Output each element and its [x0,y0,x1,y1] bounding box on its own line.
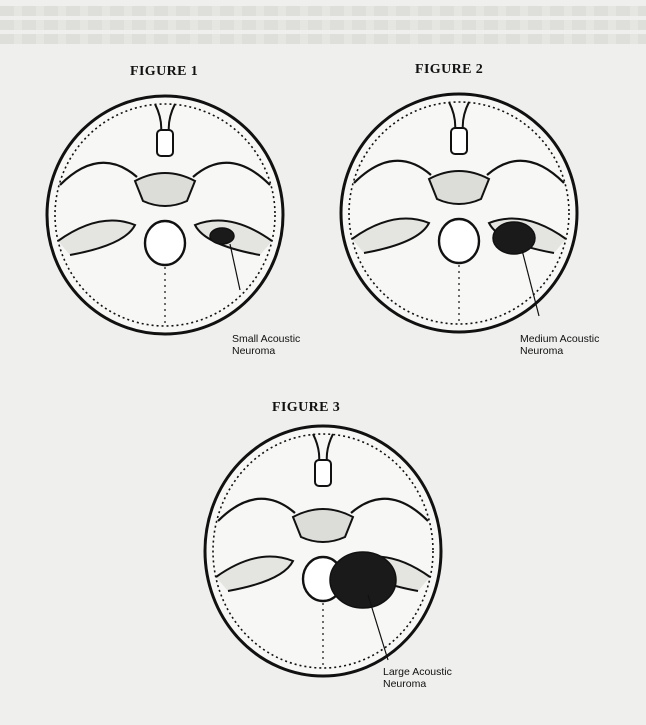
sella-turcica [135,173,195,206]
bleed-through-text-top [0,20,646,30]
acoustic-neuroma-tumor [330,552,396,608]
figure-2-skull-diagram [334,88,584,338]
foramen-magnum [145,221,185,265]
figure-1-title: FIGURE 1 [130,64,198,80]
bleed-through-text-top [0,34,646,44]
figure-3-label-line1: Large Acoustic [383,666,452,678]
figure-1-skull-diagram [40,90,290,340]
figure-1-label: Small Acoustic Neuroma [232,333,300,357]
acoustic-neuroma-tumor [210,228,234,244]
figure-3-skull-diagram [198,420,448,682]
crista-galli [157,130,173,156]
figure-2-label-line1: Medium Acoustic [520,333,599,345]
foramen-magnum [439,219,479,263]
bleed-through-text-top [0,6,646,16]
sella-turcica [293,509,353,542]
figure-2-label: Medium Acoustic Neuroma [520,333,599,357]
acoustic-neuroma-tumor [493,222,535,254]
figure-1-label-line2: Neuroma [232,345,300,357]
crista-galli [451,128,467,154]
crista-galli [315,460,331,486]
figure-1-label-line1: Small Acoustic [232,333,300,345]
figure-2-title: FIGURE 2 [415,62,483,78]
sella-turcica [429,171,489,204]
figure-3-title: FIGURE 3 [272,400,340,416]
figure-3-label: Large Acoustic Neuroma [383,666,452,690]
figure-3-label-line2: Neuroma [383,678,452,690]
figure-2-label-line2: Neuroma [520,345,599,357]
